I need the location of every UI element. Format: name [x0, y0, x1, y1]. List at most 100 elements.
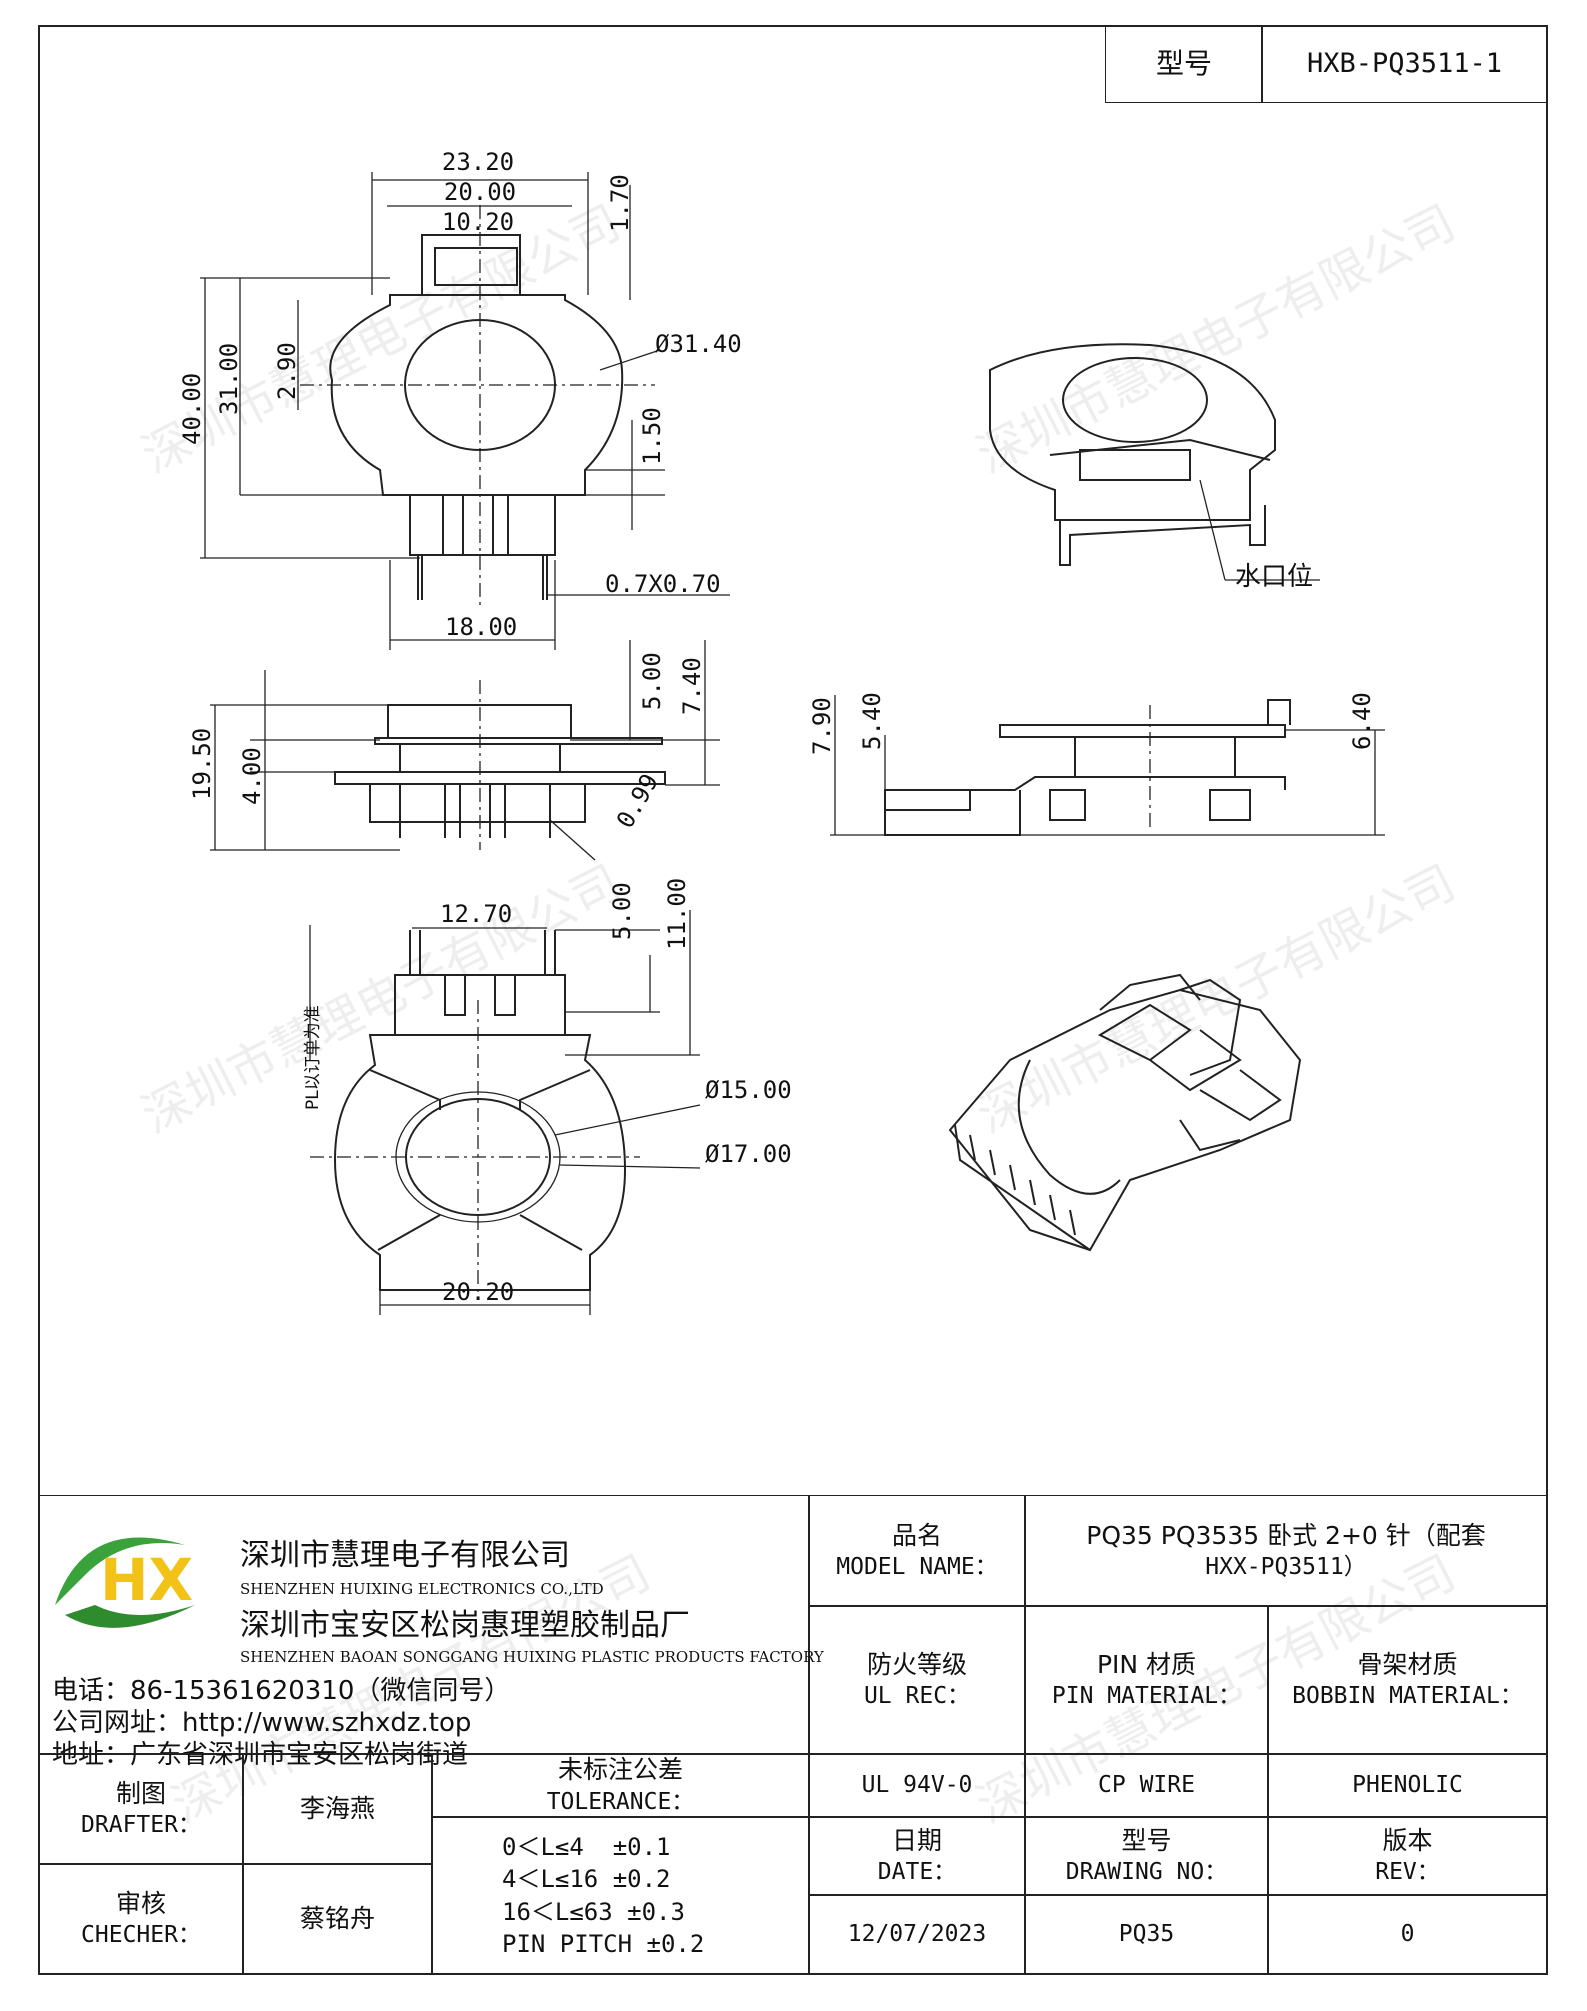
bobbin-material-en: BOBBIN MATERIAL： — [1292, 1683, 1523, 1710]
model-name-en: MODEL NAME： — [836, 1554, 998, 1581]
model-name-cn: 品名 — [891, 1520, 942, 1550]
side-view-2 — [830, 695, 1385, 836]
dim-31: 31.00 — [215, 343, 243, 415]
company-website[interactable]: 公司网址：http://www.szhxdz.top — [52, 1708, 472, 1738]
dim-d: 2.90 — [273, 342, 301, 400]
dim-540: 5.40 — [858, 692, 886, 750]
tolerance-line: 16＜L≤63 ±0.3 — [502, 1897, 685, 1926]
company-address: 地址：广东省深圳市宝安区松岗街道 — [52, 1740, 469, 1770]
ul-value: UL 94V-0 — [861, 1771, 973, 1798]
dim-p: 20.20 — [442, 1278, 514, 1306]
pin-value-cell: CP WIRE — [1024, 1753, 1269, 1818]
tolerance-cn: 未标注公差 — [557, 1755, 683, 1785]
dim-500: 5.00 — [608, 882, 636, 940]
model-name-value-cell: PQ35 PQ3535 卧式 2+0 针（配套 HXX-PQ3511） — [1024, 1495, 1548, 1607]
dim-099: 0.99 — [611, 769, 664, 833]
rev-value: 0 — [1400, 1920, 1415, 1947]
ul-label-cn: 防火等级 — [866, 1649, 967, 1679]
checker-name-cell: 蔡铭舟 — [242, 1863, 433, 1975]
bobbin-material-cn: 骨架材质 — [1357, 1649, 1458, 1679]
dim-o: Ø17.00 — [705, 1140, 792, 1168]
technical-drawing: 23.20 20.00 10.20 1.70 2.90 Ø31.40 40.00… — [178, 148, 1385, 1315]
bobbin-material-label-cell: 骨架材质 BOBBIN MATERIAL： — [1267, 1605, 1548, 1755]
checker-label-cell: 审核 CHECHER： — [38, 1863, 244, 1975]
side-view — [210, 640, 720, 861]
dim-h: 18.00 — [445, 613, 517, 641]
dim-n: Ø15.00 — [705, 1076, 792, 1104]
drafter-label-cell: 制图 DRAFTER： — [38, 1753, 244, 1865]
company-area — [38, 1495, 810, 1755]
rev-en: REV： — [1375, 1859, 1440, 1886]
model-value-cell: HXB-PQ3511-1 — [1261, 25, 1548, 103]
tolerance-line: PIN PITCH ±0.2 — [502, 1929, 705, 1958]
date-label-cell: 日期 DATE： — [808, 1816, 1026, 1896]
drafter-name-cell: 李海燕 — [242, 1753, 433, 1865]
dim-a: 20.00 — [444, 178, 516, 206]
company-phone: 电话：86-15361620310（微信同号） — [52, 1676, 511, 1706]
tolerance-line: 4＜L≤16 ±0.2 — [502, 1865, 671, 1894]
drafter-cn: 制图 — [115, 1778, 166, 1808]
dim-150: 1.50 — [638, 407, 666, 465]
rev-cn: 版本 — [1382, 1825, 1433, 1855]
dim-e-height: 40.00 — [178, 373, 206, 445]
dim-width-overall: 23.20 — [442, 148, 514, 176]
tolerance-line: 0＜L≤4 ±0.1 — [502, 1832, 671, 1861]
bobbin-value: PHENOLIC — [1352, 1771, 1463, 1798]
gate-label: 水口位 — [1235, 562, 1313, 592]
dim-j: 4.00 — [238, 747, 266, 805]
model-name-label-cell: 品名 MODEL NAME： — [808, 1495, 1026, 1607]
dim-g: 0.7X0.70 — [605, 570, 721, 598]
drafter-name: 李海燕 — [299, 1794, 375, 1824]
company-name-cn: 深圳市慧理电子有限公司 — [240, 1538, 570, 1573]
pin-value: CP WIRE — [1098, 1771, 1195, 1798]
logo-letters: HX — [100, 1546, 193, 1614]
drawing-no-value: PQ35 — [1118, 1920, 1175, 1947]
date-value: 12/07/2023 — [847, 1920, 987, 1947]
model-label-cell: 型号 — [1105, 25, 1263, 103]
drafter-en: DRAFTER： — [81, 1812, 201, 1839]
model-value: HXB-PQ3511-1 — [1306, 47, 1503, 79]
dim-total: 19.50 — [188, 728, 216, 800]
rev-value-cell: 0 — [1267, 1894, 1548, 1975]
pin-material-label-cell: PIN 材质 PIN MATERIAL： — [1024, 1605, 1269, 1755]
checker-name: 蔡铭舟 — [299, 1904, 375, 1934]
date-en: DATE： — [877, 1859, 957, 1886]
tolerance-values-cell: 0＜L≤4 ±0.1 4＜L≤16 ±0.2 16＜L≤63 ±0.3 PIN … — [431, 1816, 810, 1975]
dim-640: 6.40 — [1348, 692, 1376, 750]
ul-label-cell: 防火等级 UL REC： — [808, 1605, 1026, 1755]
company-name-en: SHENZHEN HUIXING ELECTRONICS CO.,LTD — [240, 1580, 604, 1598]
dim-l: 7.40 — [678, 657, 706, 715]
checker-en: CHECHER： — [81, 1922, 201, 1949]
drawing-no-label-cell: 型号 DRAWING NO： — [1024, 1816, 1269, 1896]
isometric-view-top — [989, 343, 1320, 581]
dim-c: 1.70 — [606, 174, 634, 232]
drawing-no-value-cell: PQ35 — [1024, 1894, 1269, 1975]
factory-name-cn: 深圳市宝安区松岗惠理塑胶制品厂 — [240, 1608, 690, 1643]
tolerance-label-cell: 未标注公差 TOLERANCE： — [431, 1753, 810, 1818]
tolerance-en: TOLERANCE： — [546, 1788, 695, 1815]
dim-f: Ø31.40 — [655, 330, 742, 358]
dim-1100: 11.00 — [663, 878, 691, 950]
company-logo: HX — [55, 1537, 195, 1628]
dim-790: 7.90 — [808, 697, 836, 755]
model-name-value-1: PQ35 PQ3535 卧式 2+0 针（配套 — [1086, 1520, 1486, 1550]
date-value-cell: 12/07/2023 — [808, 1894, 1026, 1975]
date-cn: 日期 — [891, 1825, 942, 1855]
bobbin-value-cell: PHENOLIC — [1267, 1753, 1548, 1818]
factory-name-en: SHENZHEN BAOAN SONGGANG HUIXING PLASTIC … — [240, 1648, 824, 1666]
drawing-no-en: DRAWING NO： — [1065, 1859, 1228, 1886]
model-name-value-2: HXX-PQ3511） — [1205, 1554, 1367, 1581]
model-label: 型号 — [1155, 47, 1212, 81]
rev-label-cell: 版本 REV： — [1267, 1816, 1548, 1896]
pin-material-cn: PIN 材质 — [1096, 1649, 1197, 1679]
checker-cn: 审核 — [115, 1888, 166, 1918]
pl-note: PL以订单为准 — [303, 1005, 323, 1110]
ul-label-en: UL REC： — [863, 1683, 971, 1710]
top-view — [200, 172, 730, 650]
dim-b: 10.20 — [442, 208, 514, 236]
pin-material-en: PIN MATERIAL： — [1051, 1683, 1242, 1710]
ul-value-cell: UL 94V-0 — [808, 1753, 1026, 1818]
drawing-no-cn: 型号 — [1121, 1825, 1172, 1855]
bottom-view — [309, 910, 701, 1315]
dim-k: 5.00 — [638, 652, 666, 710]
